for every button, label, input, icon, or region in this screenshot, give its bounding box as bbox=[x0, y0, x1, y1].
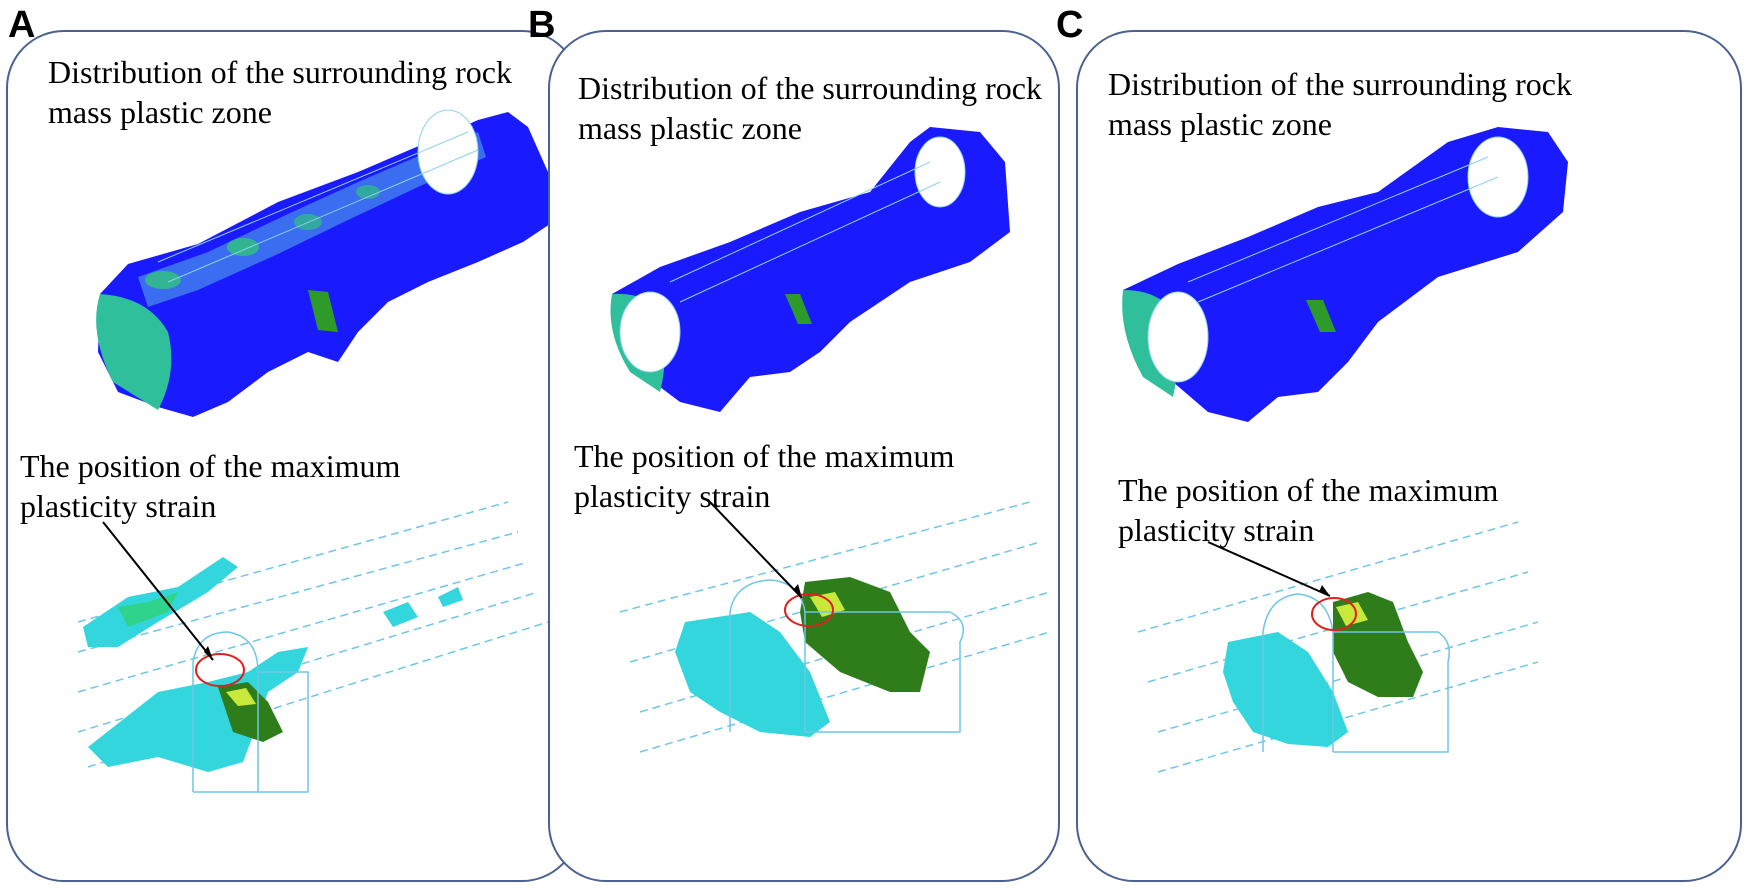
panel-b-annotation: The position of the maximum plasticity s… bbox=[574, 436, 954, 516]
panel-a-annotation-line-2: plasticity strain bbox=[20, 488, 217, 524]
panel-a-tunnel-body bbox=[96, 109, 553, 417]
panel-a-strain-detail bbox=[77, 501, 549, 793]
panel-c-annotation: The position of the maximum plasticity s… bbox=[1118, 470, 1498, 550]
panel-a-plastic-zone-model bbox=[77, 109, 553, 793]
panel-b-plastic-zone-model bbox=[610, 127, 1051, 753]
panel-c-title-line-1: Distribution of the surrounding rock bbox=[1108, 66, 1572, 102]
panel-a: Distribution of the surrounding rock mas… bbox=[6, 30, 580, 882]
panel-a-title: Distribution of the surrounding rock mas… bbox=[48, 52, 512, 132]
panel-c-annotation-line-1: The position of the maximum bbox=[1118, 472, 1499, 508]
panel-c-tunnel-body bbox=[1122, 127, 1568, 422]
panel-label-c: C bbox=[1056, 4, 1084, 46]
panel-c-title-line-2: mass plastic zone bbox=[1108, 106, 1332, 142]
panel-b-tunnel-body bbox=[610, 127, 1010, 412]
panel-a-title-line-2: mass plastic zone bbox=[48, 94, 272, 130]
panel-c-title: Distribution of the surrounding rock mas… bbox=[1108, 64, 1572, 144]
panel-c-plastic-zone-model bbox=[1122, 127, 1568, 773]
panel-c-strain-detail bbox=[1137, 521, 1539, 773]
panel-label-a: A bbox=[8, 4, 36, 46]
panel-c-annotation-line-2: plasticity strain bbox=[1118, 512, 1315, 548]
panel-b: Distribution of the surrounding rock mas… bbox=[548, 30, 1060, 882]
panel-b-annotation-line-1: The position of the maximum bbox=[574, 438, 955, 474]
panel-a-annotation-line-1: The position of the maximum bbox=[20, 448, 401, 484]
panel-b-strain-detail bbox=[619, 501, 1051, 753]
panel-c: Distribution of the surrounding rock mas… bbox=[1076, 30, 1742, 882]
panel-b-annotation-line-2: plasticity strain bbox=[574, 478, 771, 514]
panel-a-annotation: The position of the maximum plasticity s… bbox=[20, 446, 400, 526]
panel-b-title: Distribution of the surrounding rock mas… bbox=[578, 68, 1042, 148]
panel-b-title-line-1: Distribution of the surrounding rock bbox=[578, 70, 1042, 106]
panel-b-title-line-2: mass plastic zone bbox=[578, 110, 802, 146]
panel-label-b: B bbox=[528, 4, 556, 46]
panel-a-title-line-1: Distribution of the surrounding rock bbox=[48, 54, 512, 90]
